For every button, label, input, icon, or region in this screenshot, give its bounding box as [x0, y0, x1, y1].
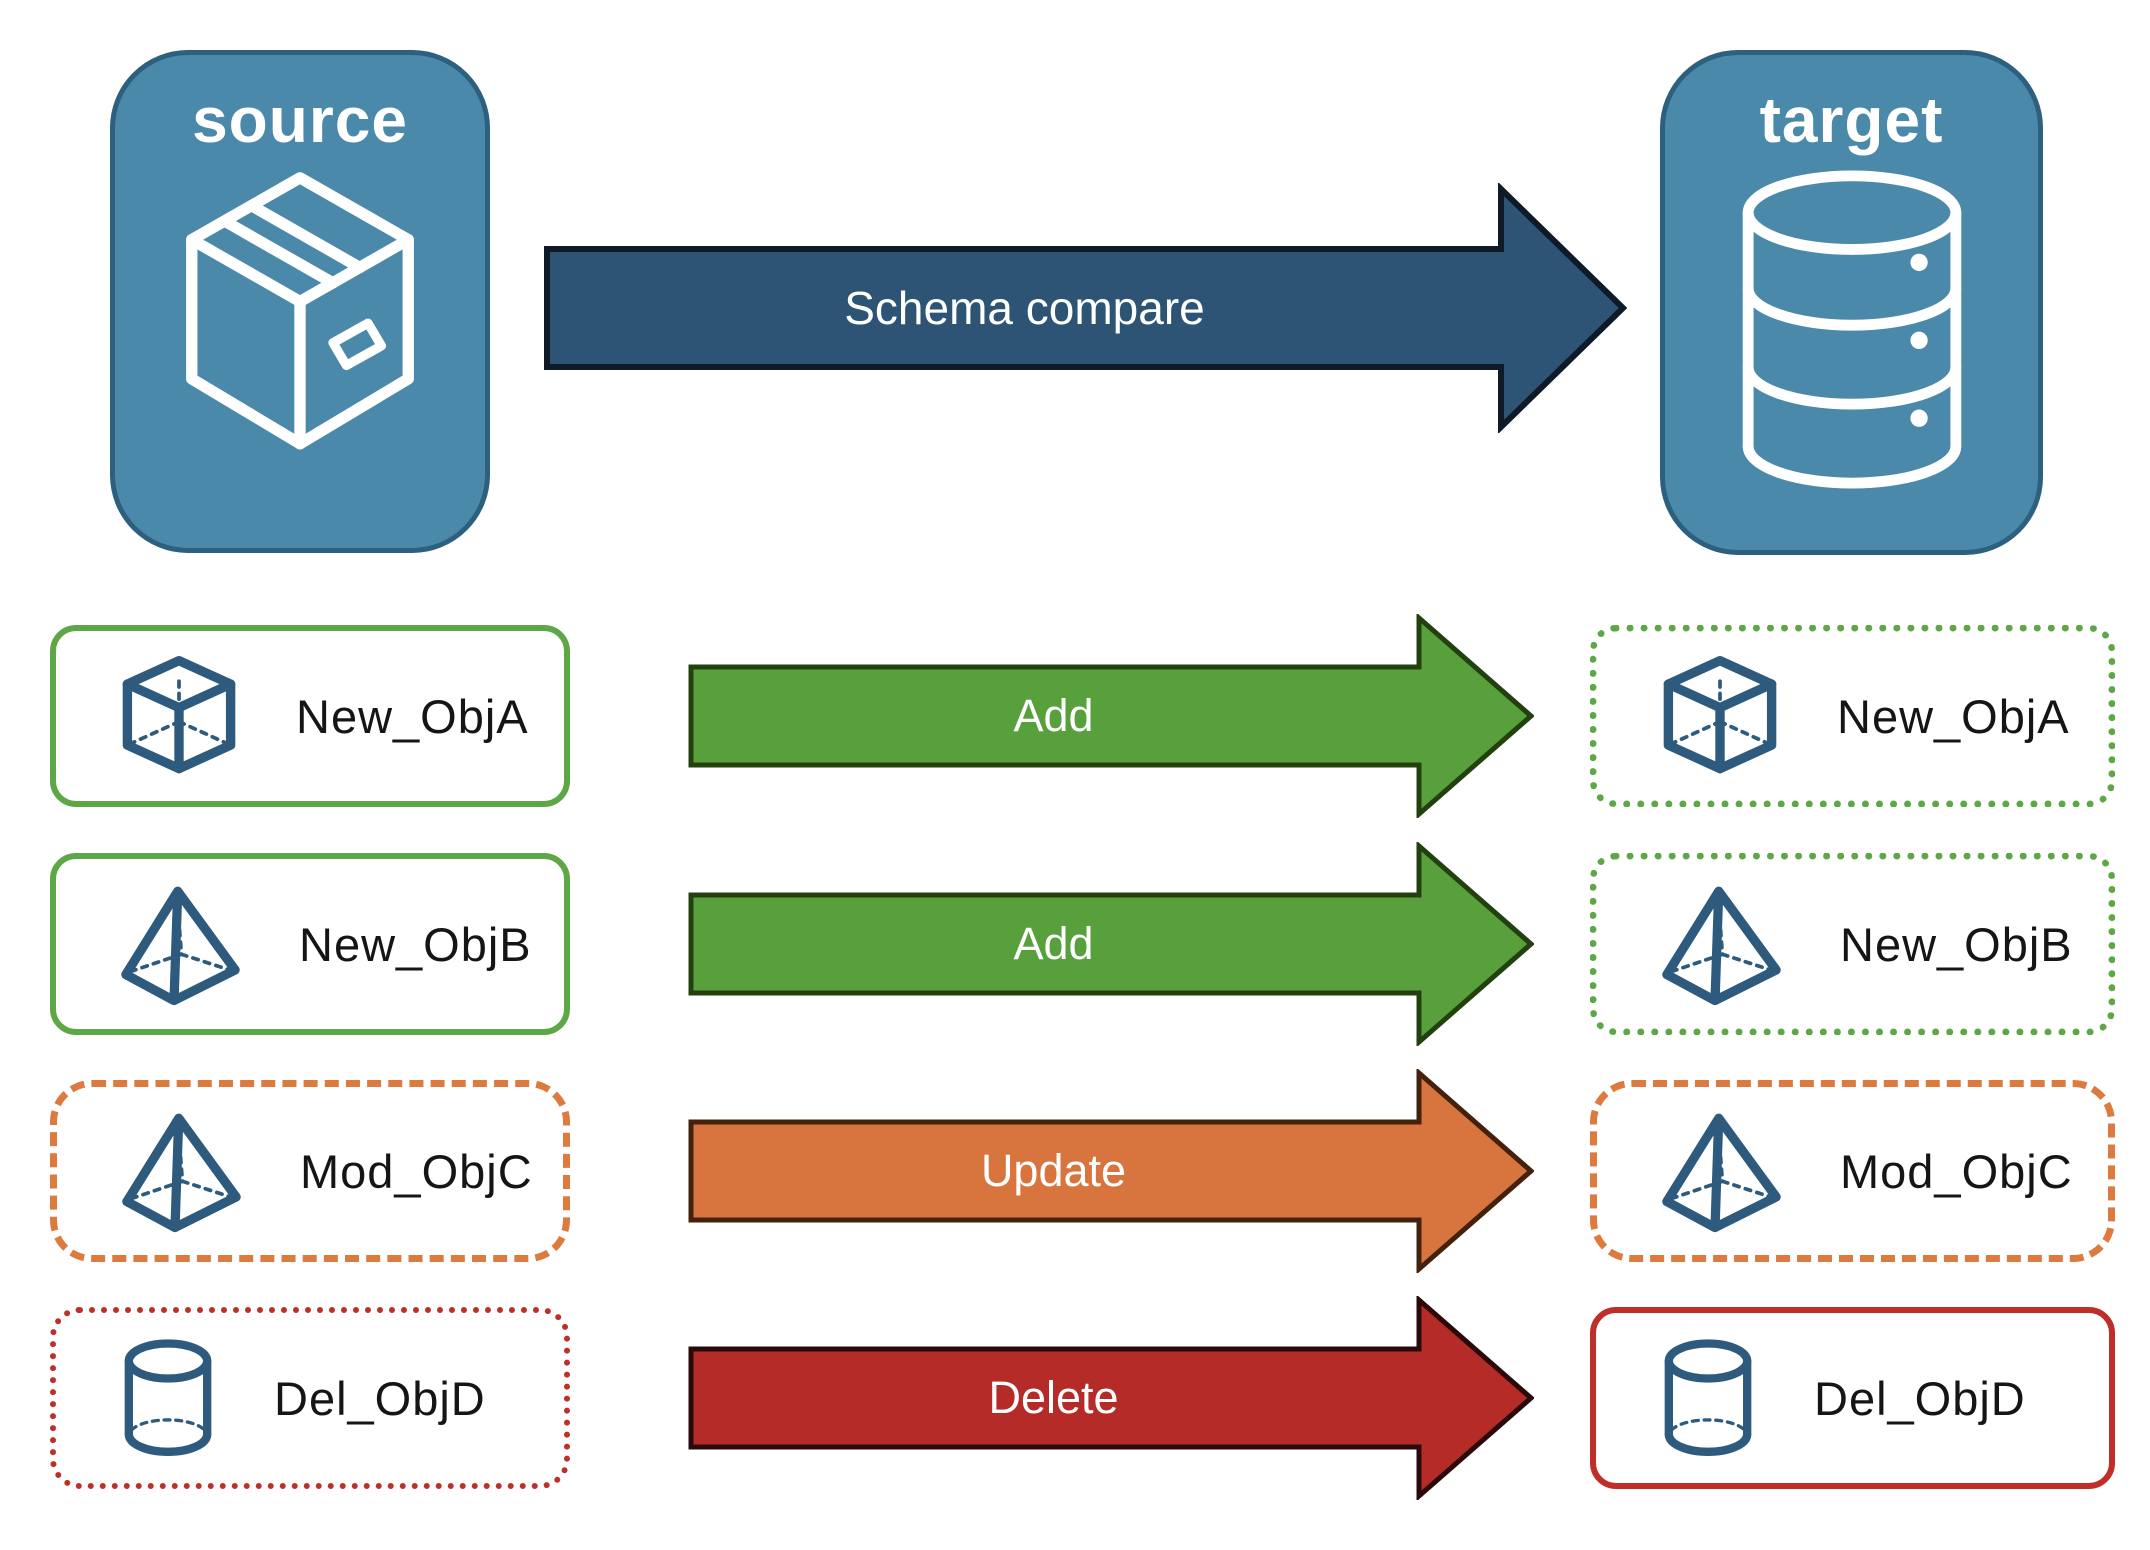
target-title: target [1759, 84, 1944, 156]
database-icon [1742, 170, 1961, 489]
object-label: New_ObjA [296, 689, 529, 743]
object-label: Mod_ObjC [1840, 1144, 2073, 1198]
target-object-new-objb: New_ObjB [1590, 853, 2115, 1035]
delete-arrow-label: Delete [988, 1372, 1119, 1423]
object-label: New_ObjA [1837, 689, 2070, 743]
update-arrow [688, 1069, 1534, 1273]
object-label: Mod_ObjC [300, 1144, 533, 1198]
cube-icon [1663, 655, 1777, 773]
object-label: New_ObjB [1840, 917, 2073, 971]
schema-compare-label: Schema compare [844, 282, 1205, 334]
source-title: source [192, 84, 408, 156]
source-object-new-obja: New_ObjA [50, 625, 570, 807]
cube-icon [122, 655, 236, 773]
object-label: New_ObjB [299, 917, 532, 971]
pyramid-icon [122, 1113, 241, 1232]
add-arrow-1-label: Add [1013, 690, 1094, 741]
delete-arrow [688, 1296, 1534, 1500]
source-object-mod-objc: Mod_ObjC [50, 1080, 570, 1262]
source-object-del-objd: Del_ObjD [50, 1307, 570, 1489]
target-panel: target [1660, 50, 2043, 555]
add-arrow-2-label: Add [1013, 918, 1094, 969]
source-panel: source [110, 50, 490, 553]
object-label: Del_ObjD [274, 1371, 486, 1425]
schema-compare-arrow [544, 183, 1628, 433]
pyramid-icon [1662, 1113, 1781, 1232]
pyramid-icon [1662, 886, 1781, 1005]
add-arrow-2 [688, 842, 1534, 1046]
cylinder-icon [124, 1338, 212, 1456]
object-label: Del_ObjD [1814, 1371, 2026, 1425]
pyramid-icon [121, 886, 240, 1005]
cylinder-icon [1664, 1338, 1752, 1456]
update-arrow-label: Update [980, 1145, 1127, 1196]
target-object-mod-objc: Mod_ObjC [1590, 1080, 2115, 1262]
target-object-new-obja: New_ObjA [1590, 625, 2115, 807]
package-icon [186, 172, 414, 450]
source-object-new-objb: New_ObjB [50, 853, 570, 1035]
add-arrow-1 [688, 614, 1534, 818]
target-object-del-objd: Del_ObjD [1590, 1307, 2115, 1489]
